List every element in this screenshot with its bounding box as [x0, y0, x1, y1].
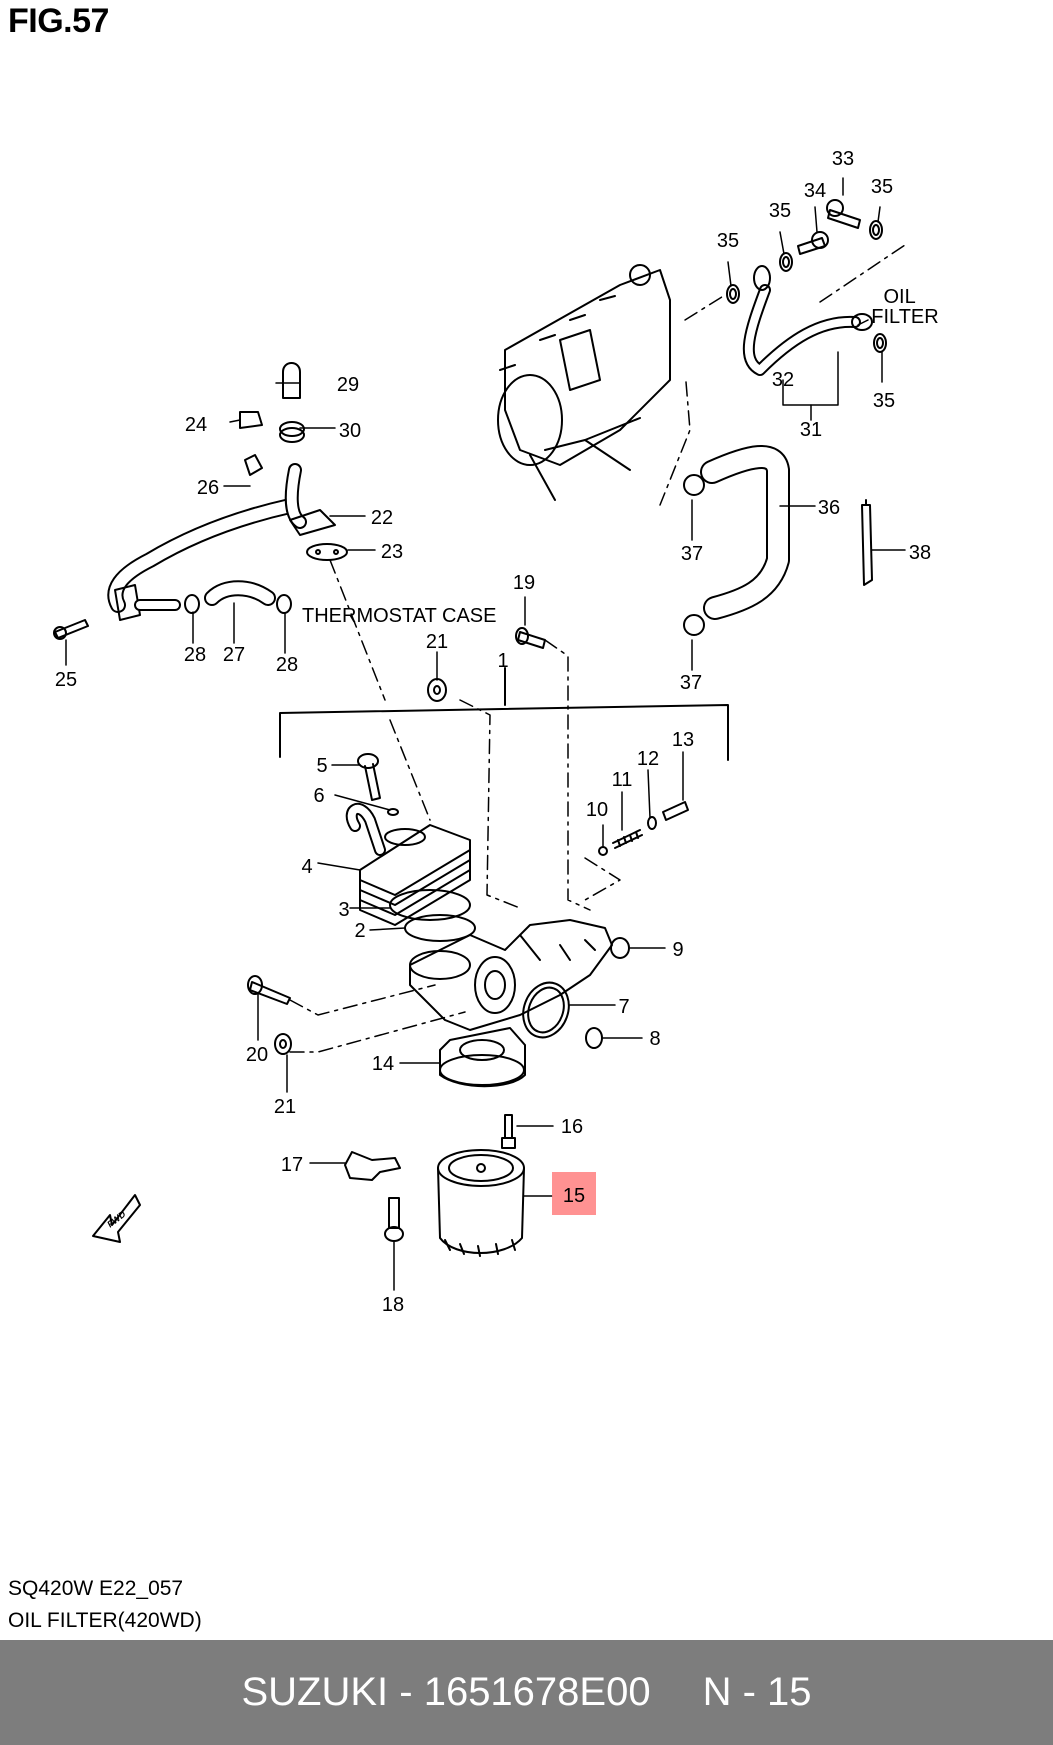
callout-34: 34 [804, 180, 826, 202]
callout-9: 9 [672, 939, 683, 961]
callout-37-upper: 37 [681, 543, 703, 565]
callout-21-lower: 21 [274, 1096, 296, 1118]
callout-19: 19 [513, 572, 535, 594]
callout-22: 22 [371, 507, 393, 529]
oil-cooler-4 [345, 802, 471, 926]
callout-36: 36 [818, 497, 840, 519]
callout-15: 15 [563, 1185, 585, 1207]
callout-28-left: 28 [184, 644, 206, 666]
footer-part-number: SUZUKI - 1651678E00 [241, 1670, 651, 1714]
parts-diagram: 1 2 3 4 5 6 7 8 9 10 11 12 13 14 15 16 1… [53, 148, 939, 1316]
callout-2: 2 [354, 920, 365, 942]
callout-29: 29 [337, 374, 359, 396]
filter-adapter-14 [439, 1027, 526, 1088]
callout-25: 25 [55, 669, 77, 691]
bolt-5-washer-6 [357, 753, 399, 816]
highlight-box [552, 1172, 596, 1215]
callout-35-b: 35 [769, 200, 791, 222]
callout-8: 8 [649, 1028, 660, 1050]
footer-bar: SUZUKI - 1651678E00 N - 15 [0, 1640, 1053, 1745]
washers-35 [726, 220, 887, 353]
annotation-oil-filter: OIL FILTER [871, 286, 938, 328]
footer-page-ref: N - 15 [702, 1670, 812, 1714]
callout-17: 17 [281, 1154, 303, 1176]
o-ring-3 [389, 889, 471, 921]
relief-valve-parts [598, 801, 689, 856]
water-pipe [107, 463, 336, 621]
annotation-thermostat-case: THERMOSTAT CASE [302, 605, 496, 627]
bolt-20-nut-21 [247, 975, 292, 1055]
engine-block [497, 264, 671, 501]
callout-24: 24 [185, 414, 207, 436]
callout-10: 10 [586, 799, 608, 821]
caption-name: OIL FILTER(420WD) [8, 1609, 202, 1632]
bracket-17 [344, 1151, 401, 1181]
filter-housing [409, 919, 613, 1031]
callout-1: 1 [497, 650, 508, 672]
callout-11: 11 [612, 769, 633, 791]
small-parts-upper-left [53, 362, 348, 640]
callout-31: 31 [800, 419, 822, 441]
callout-13: 13 [672, 729, 694, 751]
callout-4: 4 [301, 856, 312, 878]
callout-35-d: 35 [873, 390, 895, 412]
callout-23: 23 [381, 541, 403, 563]
callout-27: 27 [223, 644, 245, 666]
callout-14: 14 [372, 1053, 394, 1075]
callout-20: 20 [246, 1044, 268, 1066]
bolt-19-nut-21 [427, 627, 546, 702]
callout-35-a: 35 [871, 176, 893, 198]
stud-16 [501, 1114, 516, 1149]
callout-12: 12 [637, 748, 659, 770]
callout-21-upper: 21 [426, 631, 448, 653]
assembly-bracket-1 [279, 667, 729, 761]
caption-code: SQ420W E22_057 [8, 1577, 184, 1600]
callout-16: 16 [561, 1116, 583, 1138]
o-rings-7-8-9 [522, 937, 630, 1049]
callout-3: 3 [338, 899, 349, 921]
callout-5: 5 [316, 755, 327, 777]
callout-38: 38 [909, 542, 931, 564]
figure-title: FIG.57 [8, 2, 109, 40]
callout-26: 26 [197, 477, 219, 499]
union-bolts [797, 199, 861, 255]
alignment-lines [289, 244, 906, 1053]
leader-lines [65, 177, 906, 1291]
callout-28-right: 28 [276, 654, 298, 676]
callout-18: 18 [382, 1294, 404, 1316]
oil-filter-15 [437, 1149, 525, 1257]
oil-hose-32 [742, 265, 873, 376]
callout-37-lower: 37 [680, 672, 702, 694]
band-38 [861, 499, 873, 586]
bolt-18 [384, 1197, 404, 1242]
fwd-arrow-icon [92, 1194, 141, 1243]
callout-33: 33 [832, 148, 854, 170]
callout-7: 7 [618, 996, 629, 1018]
callout-6: 6 [313, 785, 324, 807]
callout-32: 32 [772, 369, 794, 391]
water-hose-36 [683, 445, 790, 636]
callout-labels: 1 2 3 4 5 6 7 8 9 10 11 12 13 14 15 16 1… [55, 148, 931, 1316]
callout-30: 30 [339, 420, 361, 442]
callout-35-c: 35 [717, 230, 739, 252]
